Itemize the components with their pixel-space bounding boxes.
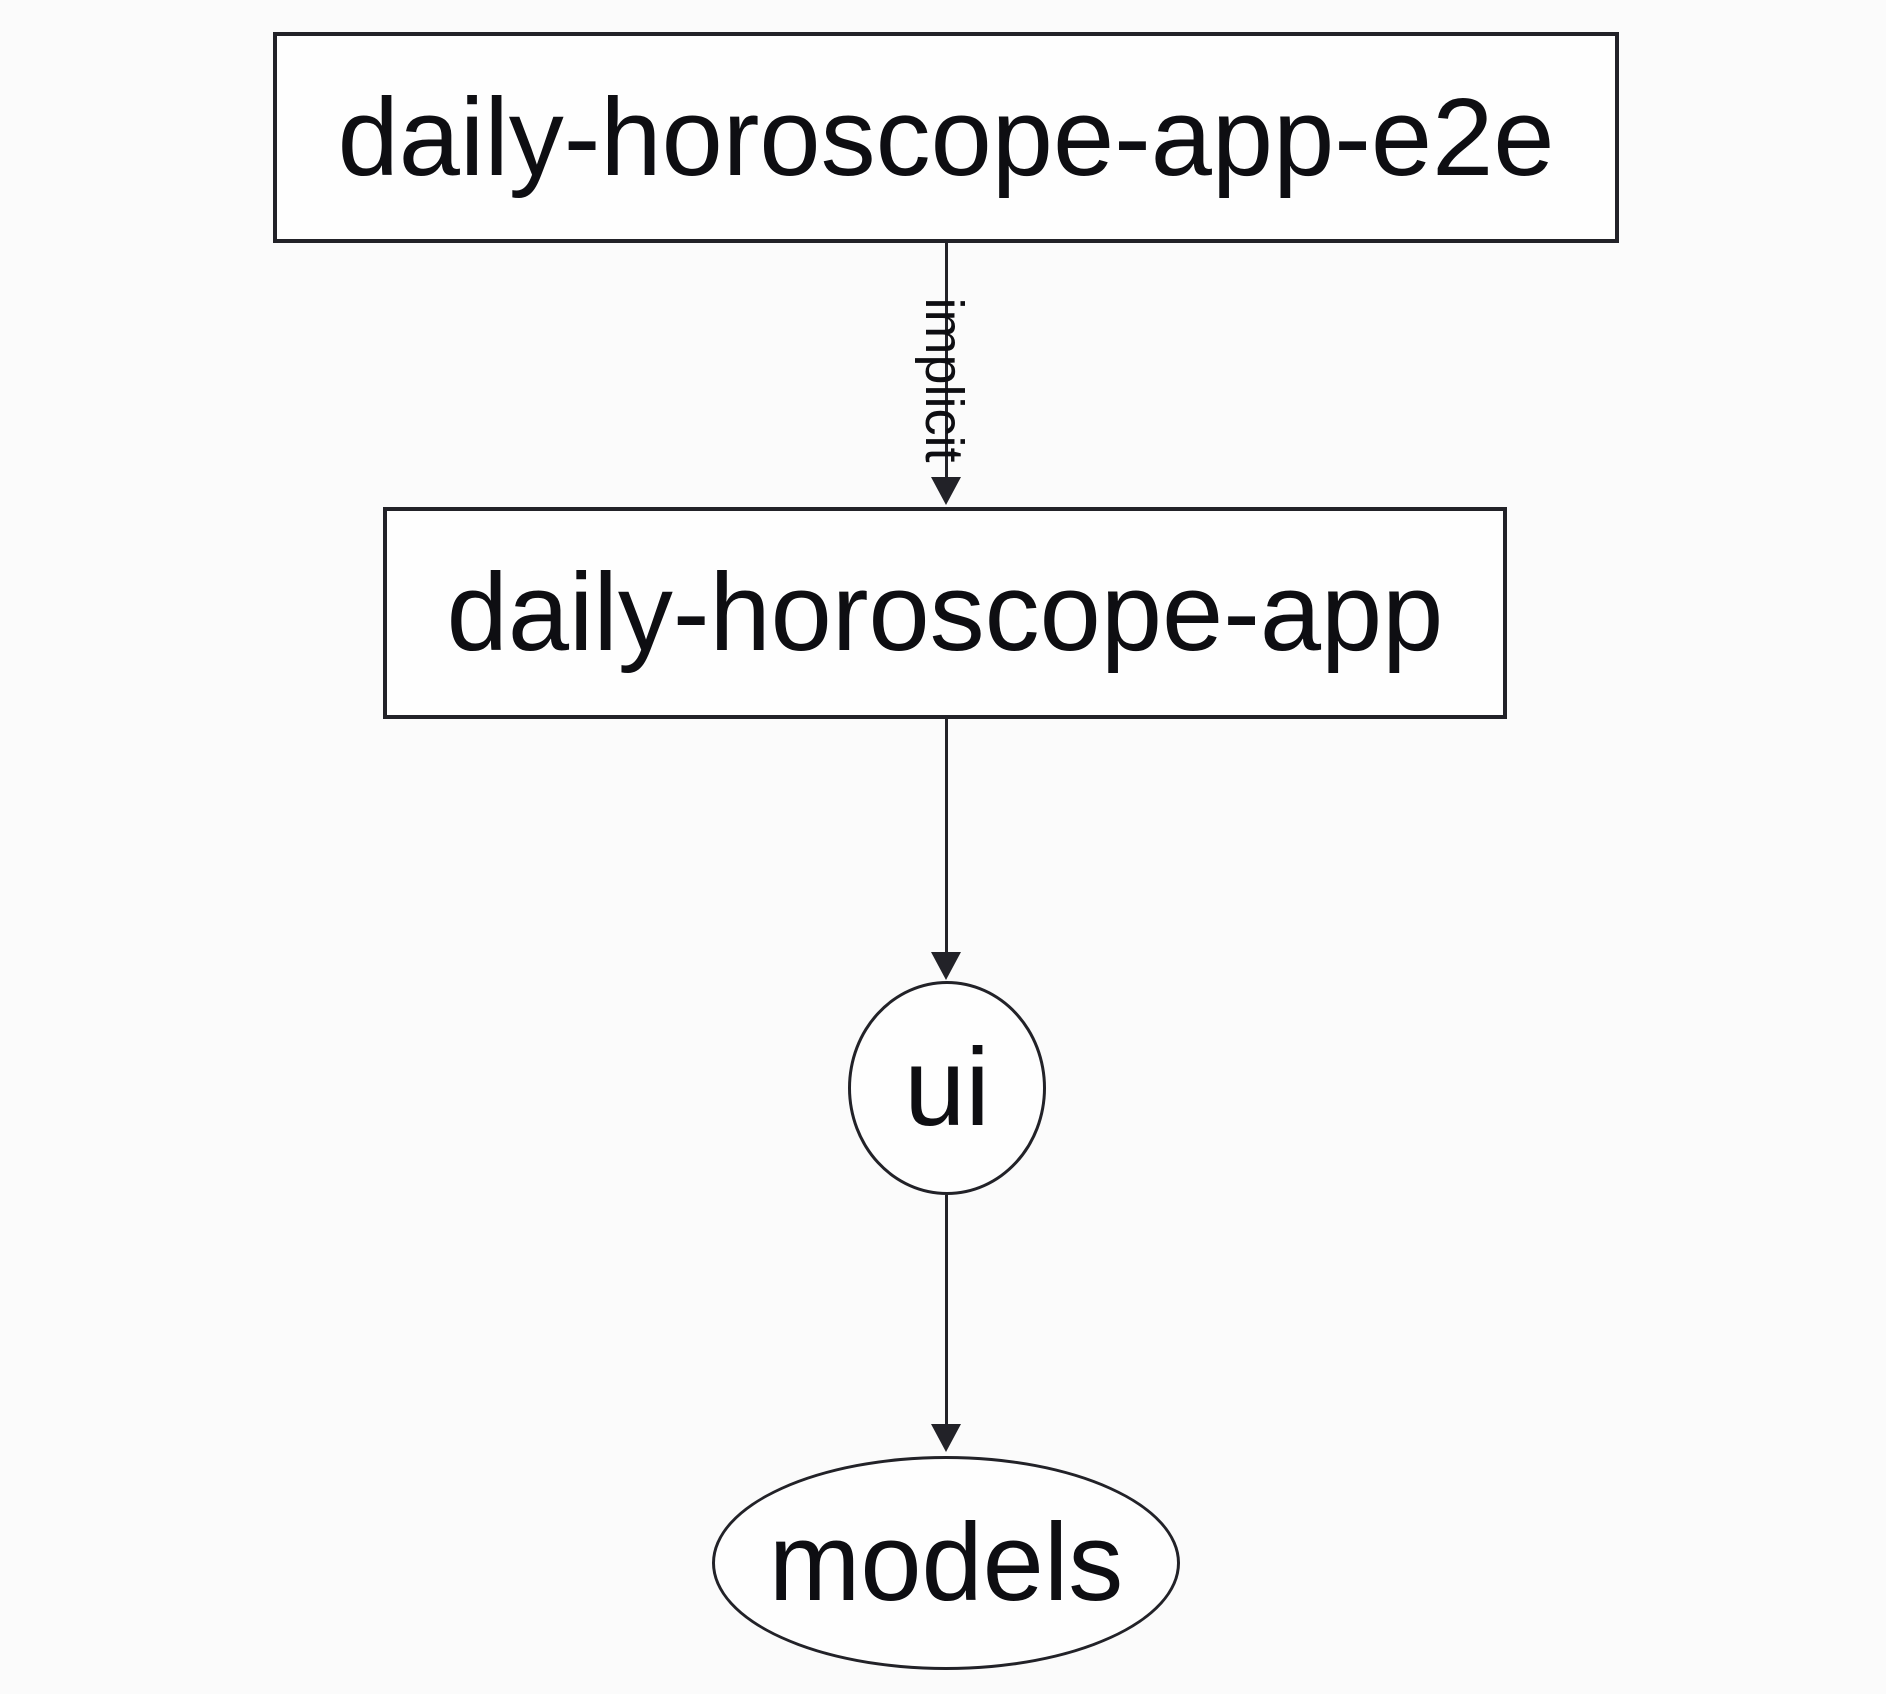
node-daily-horoscope-app-e2e[interactable]: daily-horoscope-app-e2e (273, 32, 1619, 243)
edge-line-ui-to-models (945, 1195, 948, 1424)
edge-line-e2e-to-app (945, 243, 948, 477)
node-ui[interactable]: ui (848, 981, 1046, 1195)
arrowhead-down-icon (931, 952, 961, 980)
node-label: daily-horoscope-app-e2e (337, 75, 1555, 199)
node-models[interactable]: models (712, 1456, 1180, 1670)
node-daily-horoscope-app[interactable]: daily-horoscope-app (383, 507, 1507, 719)
arrowhead-down-icon (931, 1424, 961, 1452)
node-label: ui (904, 1026, 990, 1149)
arrowhead-down-icon (931, 477, 961, 505)
node-label: models (768, 1501, 1124, 1624)
edge-label-implicit: implicit (914, 297, 974, 463)
edge-line-app-to-ui (945, 719, 948, 952)
node-label: daily-horoscope-app (446, 551, 1444, 674)
